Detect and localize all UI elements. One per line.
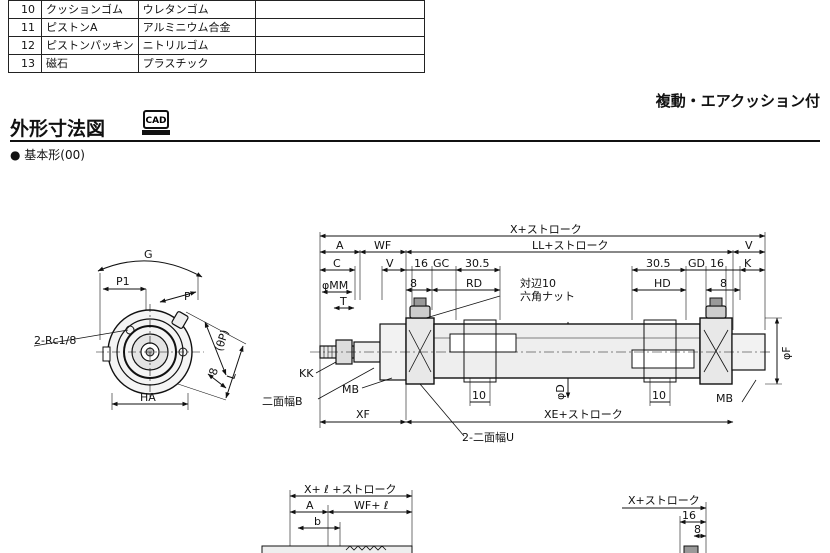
lower-right-view: [622, 502, 707, 553]
label-x-stroke-lower: X+ストローク: [628, 494, 700, 507]
label-c: C: [333, 257, 341, 270]
label-x-stroke: X+ストローク: [510, 223, 582, 236]
part-note: [254, 54, 425, 73]
label-8a: 8: [410, 277, 417, 290]
label-10b: 10: [652, 389, 666, 402]
dim-l: [225, 345, 244, 399]
label-hex-nut: 六角ナット: [520, 290, 575, 303]
label-gc: GC: [433, 257, 450, 270]
part-name: ピストンA: [41, 18, 139, 37]
lower-view: [261, 490, 413, 553]
two-face-u-leader: [419, 383, 465, 437]
parts-table: 10 クッションゴム ウレタンゴム 11 ピストンA アルミニウム合金 12 ピ…: [8, 0, 425, 73]
label-mb-right: MB: [716, 392, 733, 405]
part-number: 13: [8, 54, 42, 73]
side-view: [33, 260, 247, 410]
label-v-left: V: [386, 257, 394, 270]
part-material: プラスチック: [137, 54, 256, 73]
label-hd: HD: [654, 277, 671, 290]
label-phi-mm: φMM: [322, 279, 348, 292]
label-10a: 10: [472, 389, 486, 402]
switch-band-rear: [643, 319, 677, 383]
part-name: 磁石: [41, 54, 139, 73]
label-16-lower: 16: [682, 509, 696, 522]
label-phi-f: φF: [780, 346, 793, 360]
cad-icon-label: CAD: [145, 116, 166, 126]
label-v-right: V: [745, 239, 753, 252]
rc-leader: [33, 329, 129, 347]
label-kk: KK: [299, 367, 314, 380]
label-k: K: [744, 257, 752, 270]
sub-title: ● 基本形(00): [10, 148, 85, 162]
label-mb-left: MB: [342, 383, 359, 396]
lower-right-labels: X+ストローク 16 8: [628, 494, 701, 536]
table-row: 11 ピストンA アルミニウム合金: [8, 18, 425, 37]
section-rule: [10, 140, 820, 142]
lower-view-labels: X+ ℓ +ストローク A WF+ ℓ b: [304, 483, 397, 528]
label-p: P: [184, 290, 191, 303]
label-b: b: [314, 515, 321, 528]
side-view-labels: G P1 P (θP) 8 L 2-Rc1/8 HA: [34, 248, 239, 404]
label-gd: GD: [688, 257, 705, 270]
label-two-face-u: 2-二面幅U: [462, 431, 514, 444]
section-title: 外形寸法図: [10, 118, 106, 140]
two-face-b-leader: [317, 367, 375, 400]
label-l: L: [224, 370, 239, 381]
table-row: 13 磁石 プラスチック: [8, 54, 425, 73]
cad-icon[interactable]: CAD: [142, 110, 170, 136]
part-number: 11: [8, 18, 42, 37]
dim-p: [159, 291, 197, 303]
switch-rail-rear: [631, 349, 695, 369]
label-ha: HA: [140, 391, 156, 404]
dim-theta-p: [204, 321, 227, 376]
label-rd: RD: [466, 277, 482, 290]
label-wf-l: WF+ ℓ: [354, 499, 388, 512]
label-ll-stroke: LL+ストローク: [532, 239, 608, 252]
label-8b: 8: [720, 277, 727, 290]
part-material: ニトリルゴム: [137, 36, 256, 55]
dim-g-arc: [97, 260, 203, 278]
product-type-title: 複動・エアクッション付: [655, 92, 820, 110]
label-t: T: [339, 295, 347, 308]
label-a: A: [336, 239, 344, 252]
label-xe-stroke: XE+ストローク: [544, 408, 623, 421]
label-hex-size: 対辺10: [520, 276, 556, 290]
label-16b: 16: [710, 257, 724, 270]
label-16a: 16: [414, 257, 428, 270]
port-fitting-rear: [705, 305, 727, 319]
part-material: アルミニウム合金: [137, 18, 256, 37]
label-a-lower: A: [306, 499, 314, 512]
label-wf: WF: [374, 239, 391, 252]
label-rc: 2-Rc1/8: [34, 334, 76, 347]
label-x-l-stroke: X+ ℓ +ストローク: [304, 483, 397, 496]
label-p1: P1: [116, 275, 130, 288]
port-fitting-front: [409, 305, 431, 319]
label-two-face-b: 二面幅B: [262, 395, 303, 408]
main-view-labels: X+ストローク A WF LL+ストローク V C V 16 GC 30.5 3…: [262, 223, 793, 444]
label-30b: 30.5: [646, 257, 671, 270]
switch-rail-front: [449, 333, 517, 353]
main-view: [310, 232, 782, 437]
label-8: 8: [206, 366, 221, 377]
dim-8: [207, 373, 227, 389]
table-row: 12 ピストンパッキン ニトリルゴム: [8, 36, 425, 55]
label-30a: 30.5: [465, 257, 490, 270]
label-theta-p: (θP): [212, 328, 231, 353]
label-8-lower: 8: [694, 523, 701, 536]
label-xf: XF: [356, 408, 370, 421]
label-g: G: [144, 248, 153, 261]
label-phi-d: φD: [554, 384, 567, 400]
hex-nut-leader: [425, 295, 501, 319]
switch-band-front: [463, 319, 497, 383]
